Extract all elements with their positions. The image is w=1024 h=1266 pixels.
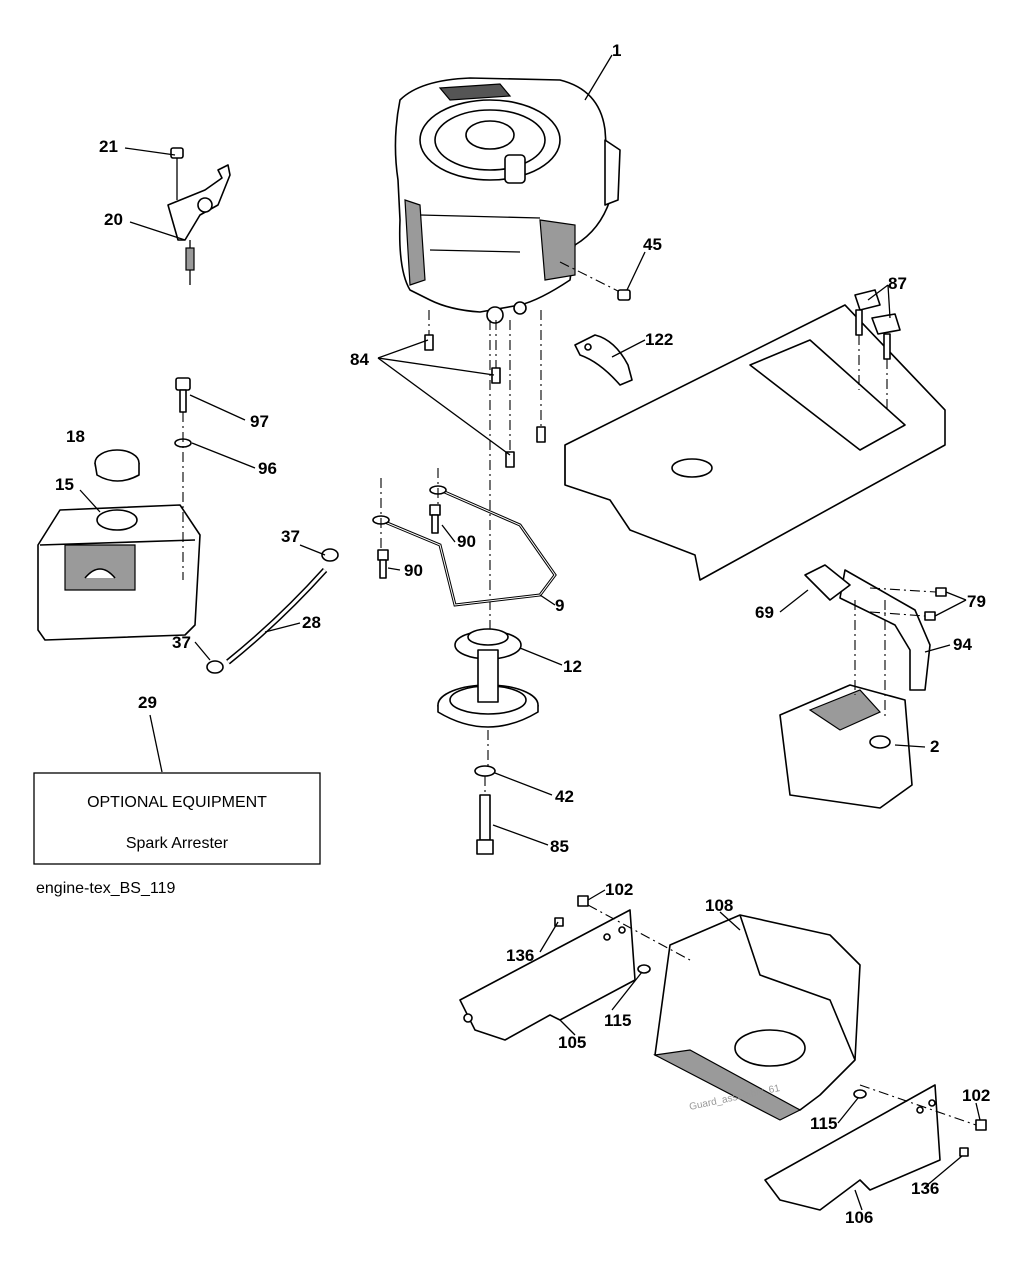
callout-37a: 37 xyxy=(281,527,300,546)
callout-102b: 102 xyxy=(962,1086,990,1105)
callout-96: 96 xyxy=(258,459,277,478)
callout-94: 94 xyxy=(953,635,972,654)
muffler-illustration xyxy=(779,564,947,809)
callout-108: 108 xyxy=(705,896,733,915)
callout-87: 87 xyxy=(888,274,907,293)
guard-assembly-illustration: Guard_assembly_61 xyxy=(459,895,987,1211)
callout-28: 28 xyxy=(302,613,321,632)
optional-equipment-box xyxy=(33,772,321,865)
engine-bolts-84 xyxy=(424,310,546,640)
callout-21: 21 xyxy=(99,137,118,156)
callout-18: 18 xyxy=(66,427,85,446)
callout-106: 106 xyxy=(845,1208,873,1227)
fuel-tank-illustration xyxy=(37,449,201,641)
bolt-85-illustration xyxy=(474,765,496,855)
callout-84: 84 xyxy=(350,350,369,369)
heat-shield-122 xyxy=(574,334,633,386)
callout-79: 79 xyxy=(967,592,986,611)
leader-lines xyxy=(79,54,981,1211)
frame-plate-illustration xyxy=(564,289,946,581)
fuel-line-illustration xyxy=(206,548,339,674)
diagram-caption: engine-tex_BS_119 xyxy=(36,880,175,897)
callout-90a: 90 xyxy=(457,532,476,551)
callout-9: 9 xyxy=(555,596,564,615)
callout-45: 45 xyxy=(643,235,662,254)
callout-136b: 136 xyxy=(911,1179,939,1198)
callout-20: 20 xyxy=(104,210,123,229)
callout-105: 105 xyxy=(558,1033,586,1052)
callout-15: 15 xyxy=(55,475,74,494)
optional-equipment-item: Spark Arrester xyxy=(126,835,229,852)
callout-1: 1 xyxy=(612,41,621,60)
bolt-97-illustration xyxy=(174,377,192,580)
callout-2: 2 xyxy=(930,737,939,756)
callout-12: 12 xyxy=(563,657,582,676)
callout-97: 97 xyxy=(250,412,269,431)
callout-102a: 102 xyxy=(605,880,633,899)
throttle-control-illustration xyxy=(167,147,231,285)
callout-29: 29 xyxy=(138,693,157,712)
callout-122: 122 xyxy=(645,330,673,349)
callout-85: 85 xyxy=(550,837,569,856)
callout-136a: 136 xyxy=(506,946,534,965)
callout-69: 69 xyxy=(755,603,774,622)
engine-illustration xyxy=(394,77,621,324)
nut-45-illustration xyxy=(559,261,631,301)
optional-equipment-heading: OPTIONAL EQUIPMENT xyxy=(87,794,267,811)
part-number-callouts: 1 21 20 45 87 84 122 97 18 96 15 37 90 9… xyxy=(55,41,990,1227)
callout-90b: 90 xyxy=(404,561,423,580)
callout-42: 42 xyxy=(555,787,574,806)
callout-115b: 115 xyxy=(810,1114,837,1133)
callout-115a: 115 xyxy=(604,1011,631,1030)
callout-37b: 37 xyxy=(172,633,191,652)
pulley-12-illustration xyxy=(437,628,539,770)
